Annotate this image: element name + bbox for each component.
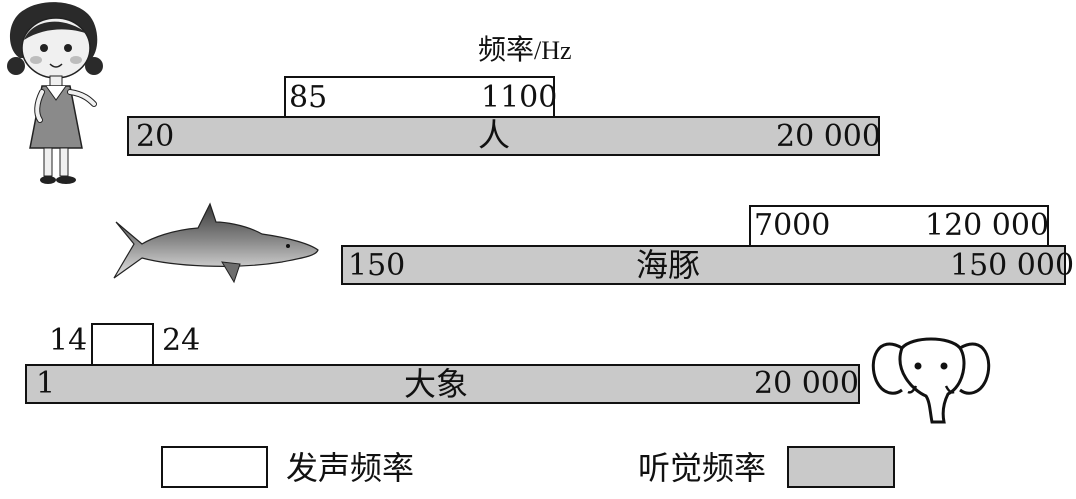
human-hear-bar xyxy=(127,116,880,156)
dolphin-hear-min: 150 xyxy=(348,248,406,283)
dolphin-hear-max: 150 000 xyxy=(950,248,1075,283)
elephant-emit-max: 24 xyxy=(162,323,201,358)
dolphin-label: 海豚 xyxy=(636,246,701,284)
human-emit-min: 85 xyxy=(289,80,328,115)
legend-hear-swatch xyxy=(787,446,895,488)
legend-emit-label: 发声频率 xyxy=(286,449,415,487)
elephant-hear-min: 1 xyxy=(36,366,56,401)
elephant-label: 大象 xyxy=(404,365,469,403)
elephant-hear-max: 20 000 xyxy=(754,366,859,401)
human-hear-min: 20 xyxy=(136,119,175,154)
dolphin-emit-bar xyxy=(749,205,1049,247)
human-hear-max: 20 000 xyxy=(776,119,881,154)
frequency-title-label: 频率 xyxy=(478,33,535,66)
dolphin-emit-min: 7000 xyxy=(754,208,831,243)
frequency-title: 频率/Hz xyxy=(478,36,572,65)
girl-icon xyxy=(7,2,103,184)
frequency-title-unit: /Hz xyxy=(534,36,572,65)
elephant-hear-bar xyxy=(25,364,860,404)
dolphin-emit-max: 120 000 xyxy=(925,208,1050,243)
elephant-emit-min: 14 xyxy=(49,323,88,358)
human-emit-max: 1100 xyxy=(481,80,558,115)
legend-emit-swatch xyxy=(161,446,268,488)
elephant-icon xyxy=(871,337,991,424)
legend-hear-label: 听觉频率 xyxy=(638,449,767,487)
dolphin-icon xyxy=(113,202,319,284)
dolphin-hear-bar xyxy=(341,245,1066,285)
elephant-emit-bar xyxy=(91,323,154,366)
human-label: 人 xyxy=(478,116,511,154)
